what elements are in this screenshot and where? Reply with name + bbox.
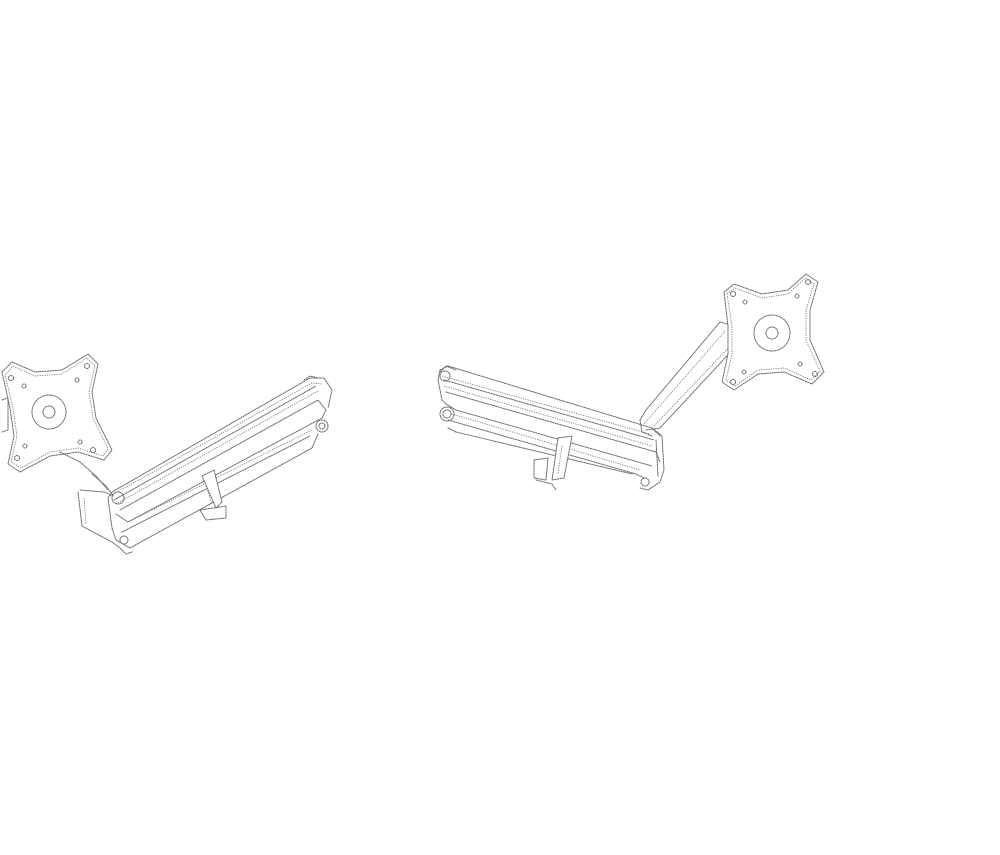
left-clamp-tab [199, 469, 227, 521]
left-swivel-joint [59, 451, 121, 549]
left-vesa-plate [1, 353, 113, 473]
left-monitor-arm [1, 353, 333, 555]
right-clamp-tab [533, 435, 573, 491]
left-arm-body [107, 375, 333, 555]
right-arm-body [437, 365, 661, 479]
right-vesa-plate [721, 273, 825, 391]
right-elbow-joint [639, 321, 743, 491]
right-monitor-arm [437, 273, 825, 491]
